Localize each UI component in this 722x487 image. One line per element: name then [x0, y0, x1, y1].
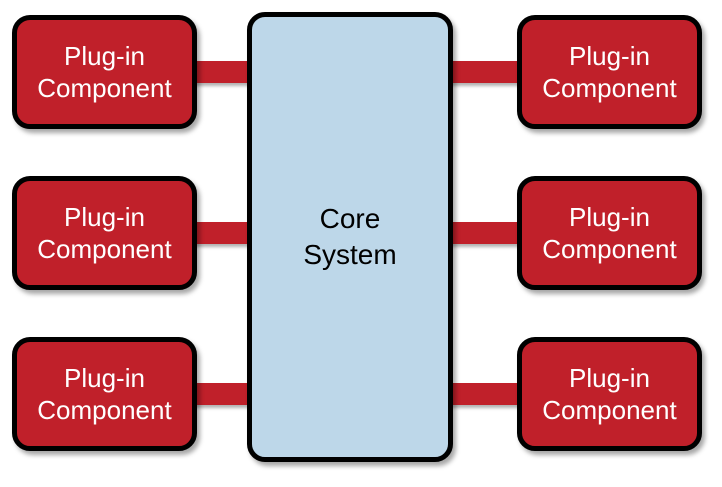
plugin-component-label: Plug-in Component — [542, 362, 677, 426]
plugin-component-label: Plug-in Component — [37, 201, 172, 265]
connector-left-3 — [180, 383, 265, 405]
core-system-label: Core System — [303, 202, 397, 270]
plugin-component-label: Plug-in Component — [542, 40, 677, 104]
plugin-component-box-right-3: Plug-in Component — [517, 337, 702, 451]
plugin-component-label: Plug-in Component — [542, 201, 677, 265]
plugin-component-box-left-3: Plug-in Component — [12, 337, 197, 451]
plugin-component-box-right-1: Plug-in Component — [517, 15, 702, 129]
connector-right-3 — [445, 383, 535, 405]
core-system-box: Core System — [247, 12, 453, 462]
plugin-component-box-right-2: Plug-in Component — [517, 176, 702, 290]
plugin-component-label: Plug-in Component — [37, 362, 172, 426]
connector-left-2 — [180, 222, 265, 244]
plugin-component-box-left-1: Plug-in Component — [12, 15, 197, 129]
plugin-component-label: Plug-in Component — [37, 40, 172, 104]
connector-left-1 — [180, 61, 265, 83]
connector-right-2 — [445, 222, 535, 244]
connector-right-1 — [445, 61, 535, 83]
plugin-component-box-left-2: Plug-in Component — [12, 176, 197, 290]
